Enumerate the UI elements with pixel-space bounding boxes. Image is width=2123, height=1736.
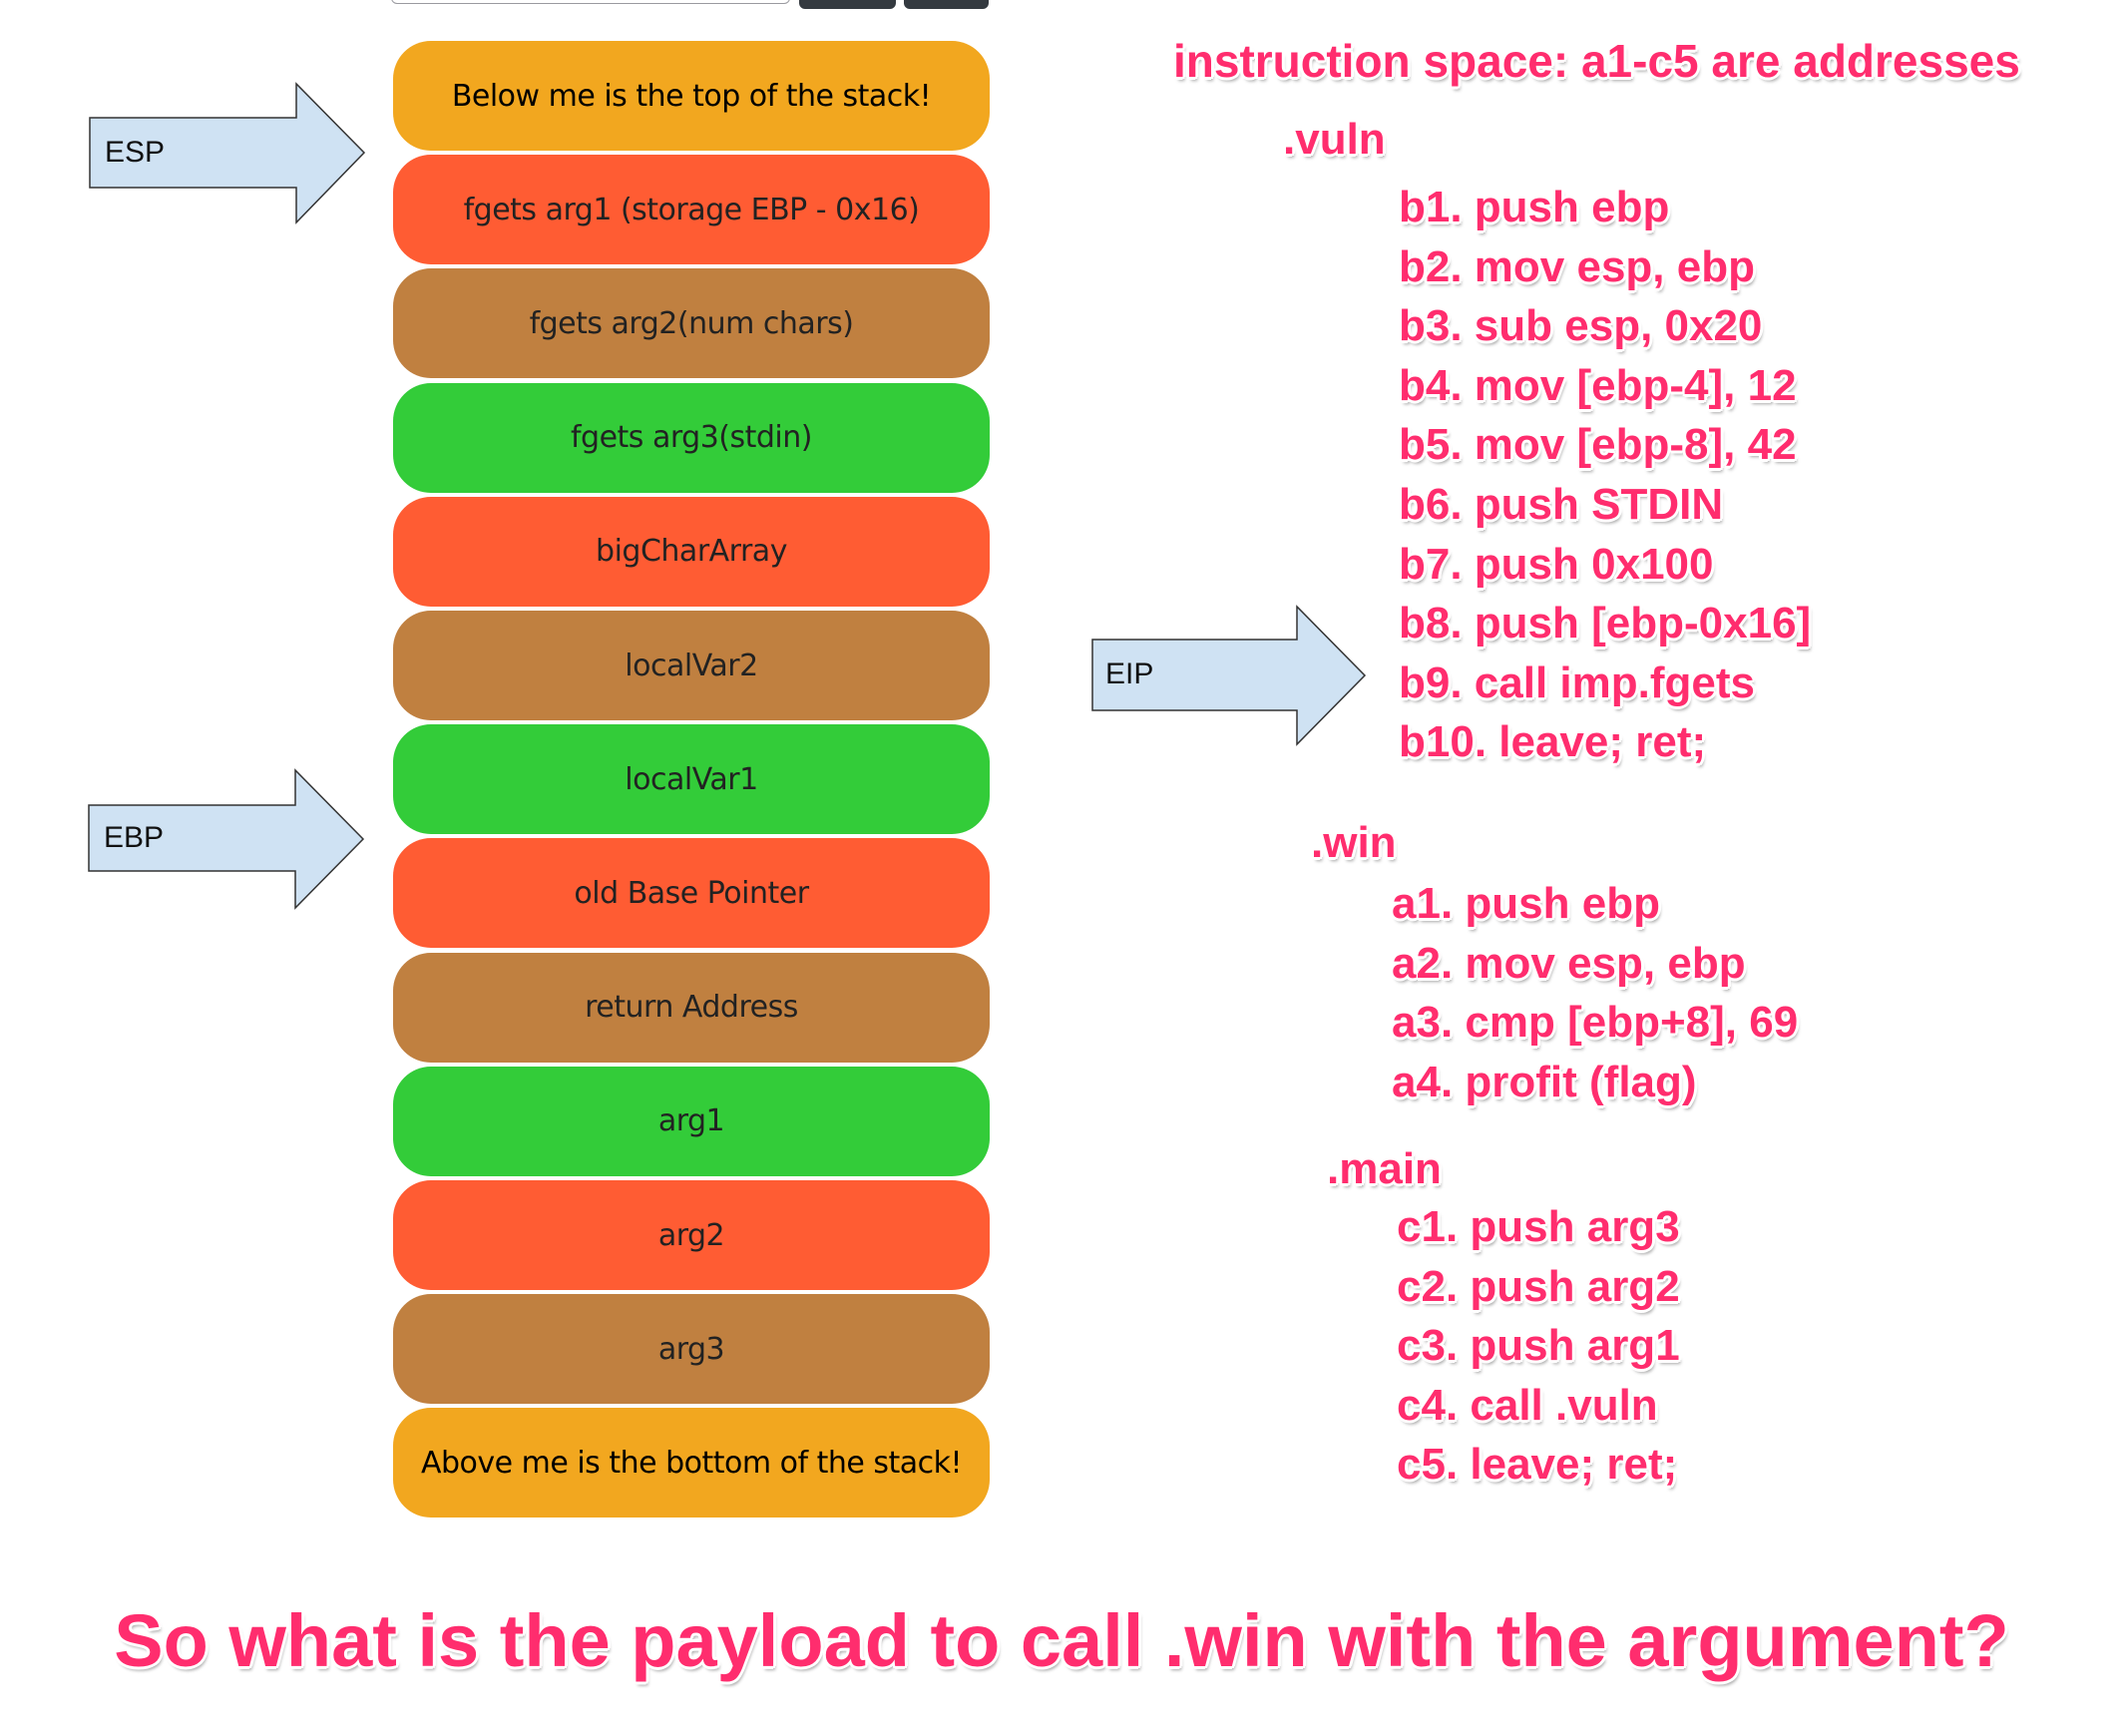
stack-slot: fgets arg3(stdin) [393, 382, 990, 493]
instruction-line: b5. mov [ebp-8], 42 [1399, 420, 1797, 470]
stack-slot: return Address [393, 952, 990, 1063]
instruction-line: c5. leave; ret; [1397, 1440, 1678, 1490]
stack-slot: Above me is the bottom of the stack! [393, 1408, 990, 1519]
stack-slot: Below me is the top of the stack! [393, 41, 990, 151]
ebp-label: EBP [104, 821, 165, 854]
eip-pointer: EIP [1091, 605, 1367, 747]
esp-label: ESP [105, 136, 166, 169]
section-vuln-heading: .vuln [1283, 115, 1386, 164]
instruction-line: b1. push ebp [1399, 183, 1670, 231]
arrow-right-icon [88, 768, 365, 910]
instruction-line: b8. push [ebp-0x16] [1399, 599, 1812, 649]
instruction-line: a2. mov esp, ebp [1392, 938, 1746, 988]
instruction-line: a1. push ebp [1392, 879, 1660, 928]
instruction-line: a4. profit (flag) [1392, 1057, 1697, 1106]
arrow-right-icon [89, 82, 366, 224]
stack-slot: bigCharArray [393, 496, 990, 607]
instruction-line: b10. leave; ret; [1399, 717, 1707, 767]
stack-slot: old Base Pointer [393, 838, 990, 949]
stack-slot: arg2 [393, 1180, 990, 1290]
section-win-heading: .win [1311, 818, 1397, 867]
stack-slot: arg3 [393, 1294, 990, 1405]
instruction-line: a3. cmp [ebp+8], 69 [1392, 998, 1799, 1048]
stack-slot: localVar2 [393, 611, 990, 720]
esp-pointer: ESP [89, 82, 366, 224]
arrow-right-icon [1091, 605, 1367, 746]
section-main-heading: .main [1327, 1144, 1442, 1193]
instruction-line: b2. mov esp, ebp [1399, 241, 1755, 291]
stack-slot: localVar1 [393, 724, 990, 835]
instruction-line: b7. push 0x100 [1399, 539, 1714, 589]
stack-slot: arg1 [393, 1066, 990, 1176]
ebp-pointer: EBP [88, 768, 365, 911]
instruction-line: b3. sub esp, 0x20 [1399, 301, 1763, 351]
instruction-line: c4. call .vuln [1397, 1380, 1658, 1430]
instruction-line: c3. push arg1 [1397, 1321, 1680, 1371]
eip-label: EIP [1105, 657, 1154, 690]
instruction-line: c1. push arg3 [1397, 1202, 1680, 1251]
top-text-input[interactable] [391, 0, 790, 4]
toolbar-button-1[interactable] [799, 0, 896, 9]
instruction-line: c2. push arg2 [1397, 1261, 1680, 1311]
stack-slot: fgets arg1 (storage EBP - 0x16) [393, 155, 990, 265]
toolbar-button-2[interactable] [904, 0, 989, 9]
instruction-space-title: instruction space: a1-c5 are addresses [1173, 35, 2020, 87]
instruction-line: b4. mov [ebp-4], 12 [1399, 360, 1797, 410]
payload-question: So what is the payload to call .win with… [114, 1599, 2009, 1682]
stack-slot: fgets arg2(num chars) [393, 268, 990, 379]
instruction-line: b9. call imp.fgets [1399, 657, 1755, 707]
instruction-line: b6. push STDIN [1399, 480, 1724, 529]
